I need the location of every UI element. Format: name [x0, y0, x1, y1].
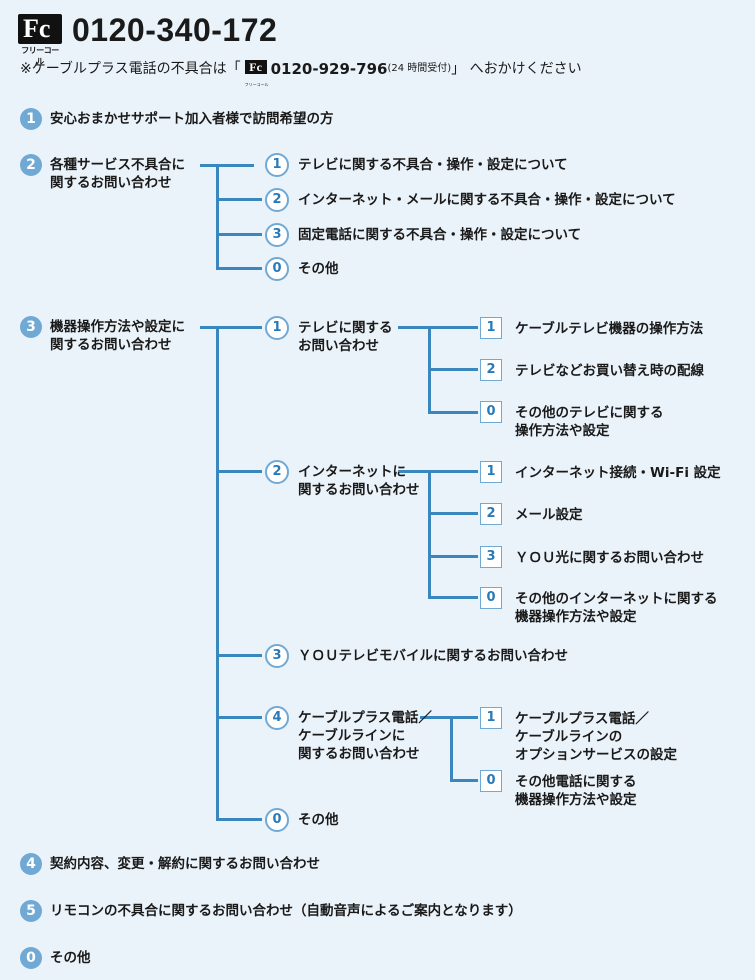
- connector-line: [216, 818, 262, 821]
- connector-line: [216, 233, 262, 236]
- submenu-2-key-0[interactable]: 0: [265, 257, 289, 281]
- submenu-3-2-key-3[interactable]: 3: [480, 546, 502, 568]
- connector-line: [216, 326, 219, 821]
- submenu-3-1-key-0[interactable]: 0: [480, 401, 502, 423]
- submenu-2-label-0: その他: [298, 261, 339, 277]
- connector-line: [450, 716, 453, 782]
- submenu-2-label-2: インターネット・メールに関する不具合・操作・設定について: [298, 192, 676, 208]
- connector-line: [216, 654, 262, 657]
- connector-line: [398, 326, 478, 329]
- submenu-3-key-4[interactable]: 4: [265, 706, 289, 730]
- connector-line: [200, 164, 254, 167]
- menu-key-4[interactable]: 4: [20, 853, 42, 875]
- submenu-3-2-key-0[interactable]: 0: [480, 587, 502, 609]
- submenu-3-1-key-2[interactable]: 2: [480, 359, 502, 381]
- submenu-3-4-label-0: その他電話に関する 機器操作方法や設定: [515, 774, 637, 808]
- submenu-2-key-1[interactable]: 1: [265, 153, 289, 177]
- submenu-2-key-2[interactable]: 2: [265, 188, 289, 212]
- connector-line: [428, 555, 478, 558]
- main-phone-number[interactable]: 0120-340-172: [72, 12, 278, 48]
- connector-line: [216, 198, 262, 201]
- submenu-3-key-3[interactable]: 3: [265, 644, 289, 668]
- menu-label-1: 安心おまかせサポート加入者様で訪問希望の方: [50, 111, 334, 127]
- submenu-3-label-1: テレビに関する お問い合わせ: [298, 320, 393, 354]
- connector-line: [428, 411, 478, 414]
- submenu-3-label-4: ケーブルプラス電話／ ケーブルラインに 関するお問い合わせ: [298, 710, 432, 762]
- connector-line: [420, 716, 478, 719]
- submenu-3-1-key-1[interactable]: 1: [480, 317, 502, 339]
- connector-line: [428, 368, 478, 371]
- note-phone-number[interactable]: 0120-929-796: [270, 60, 388, 78]
- connector-line: [450, 779, 478, 782]
- menu-key-5[interactable]: 5: [20, 900, 42, 922]
- menu-label-3: 機器操作方法や設定に 関するお問い合わせ: [50, 319, 185, 353]
- submenu-3-1-label-2: テレビなどお買い替え時の配線: [515, 363, 704, 379]
- submenu-2-label-3: 固定電話に関する不具合・操作・設定について: [298, 227, 582, 243]
- menu-key-1[interactable]: 1: [20, 108, 42, 130]
- logo-caption: フリーコール: [21, 46, 59, 66]
- submenu-3-key-0[interactable]: 0: [265, 808, 289, 832]
- submenu-3-2-key-2[interactable]: 2: [480, 503, 502, 525]
- menu-key-3[interactable]: 3: [20, 316, 42, 338]
- menu-label-2: 各種サービス不具合に 関するお問い合わせ: [50, 157, 185, 191]
- submenu-3-4-label-1: ケーブルプラス電話／ ケーブルラインの オプションサービスの設定: [515, 711, 677, 763]
- submenu-3-label-2: インターネットに 関するお問い合わせ: [298, 464, 420, 498]
- menu-key-2[interactable]: 2: [20, 154, 42, 176]
- submenu-3-2-label-2: メール設定: [515, 507, 583, 523]
- menu-label-0: その他: [50, 950, 91, 966]
- submenu-3-label-3: ＹＯＵテレビモバイルに関するお問い合わせ: [298, 648, 568, 664]
- submenu-3-1-label-0: その他のテレビに関する 操作方法や設定: [515, 405, 664, 439]
- menu-label-5: リモコンの不具合に関するお問い合わせ（自動音声によるご案内となります）: [50, 903, 522, 919]
- note-suffix: 」 へおかけください: [451, 61, 582, 77]
- submenu-3-2-label-1: インターネット接続・Wi-Fi 設定: [515, 465, 721, 481]
- connector-line: [428, 596, 478, 599]
- submenu-3-4-key-0[interactable]: 0: [480, 770, 502, 792]
- submenu-3-label-0: その他: [298, 812, 339, 828]
- note-hours: (24 時間受付): [387, 63, 452, 74]
- menu-label-4: 契約内容、変更・解約に関するお問い合わせ: [50, 856, 320, 872]
- connector-line: [428, 470, 431, 599]
- submenu-2-key-3[interactable]: 3: [265, 223, 289, 247]
- freecall-logo: Fc フリーコール: [18, 14, 62, 66]
- connector-line: [398, 470, 478, 473]
- connector-line: [428, 512, 478, 515]
- submenu-3-key-1[interactable]: 1: [265, 316, 289, 340]
- submenu-3-2-label-0: その他のインターネットに関する 機器操作方法や設定: [515, 591, 718, 625]
- connector-line: [200, 326, 262, 329]
- connector-line: [216, 470, 262, 473]
- submenu-3-4-key-1[interactable]: 1: [480, 707, 502, 729]
- submenu-3-2-key-1[interactable]: 1: [480, 461, 502, 483]
- note-prefix: ※ケーブルプラス電話の不具合は「: [20, 61, 241, 77]
- menu-key-0[interactable]: 0: [20, 947, 42, 969]
- submenu-3-2-label-3: ＹＯＵ光に関するお問い合わせ: [515, 550, 704, 566]
- connector-line: [216, 267, 262, 270]
- submenu-3-key-2[interactable]: 2: [265, 460, 289, 484]
- connector-line: [216, 716, 262, 719]
- submenu-3-1-label-1: ケーブルテレビ機器の操作方法: [515, 321, 704, 337]
- connector-line: [216, 164, 219, 270]
- submenu-2-label-1: テレビに関する不具合・操作・設定について: [298, 157, 568, 173]
- logo-text: Fc: [23, 14, 51, 43]
